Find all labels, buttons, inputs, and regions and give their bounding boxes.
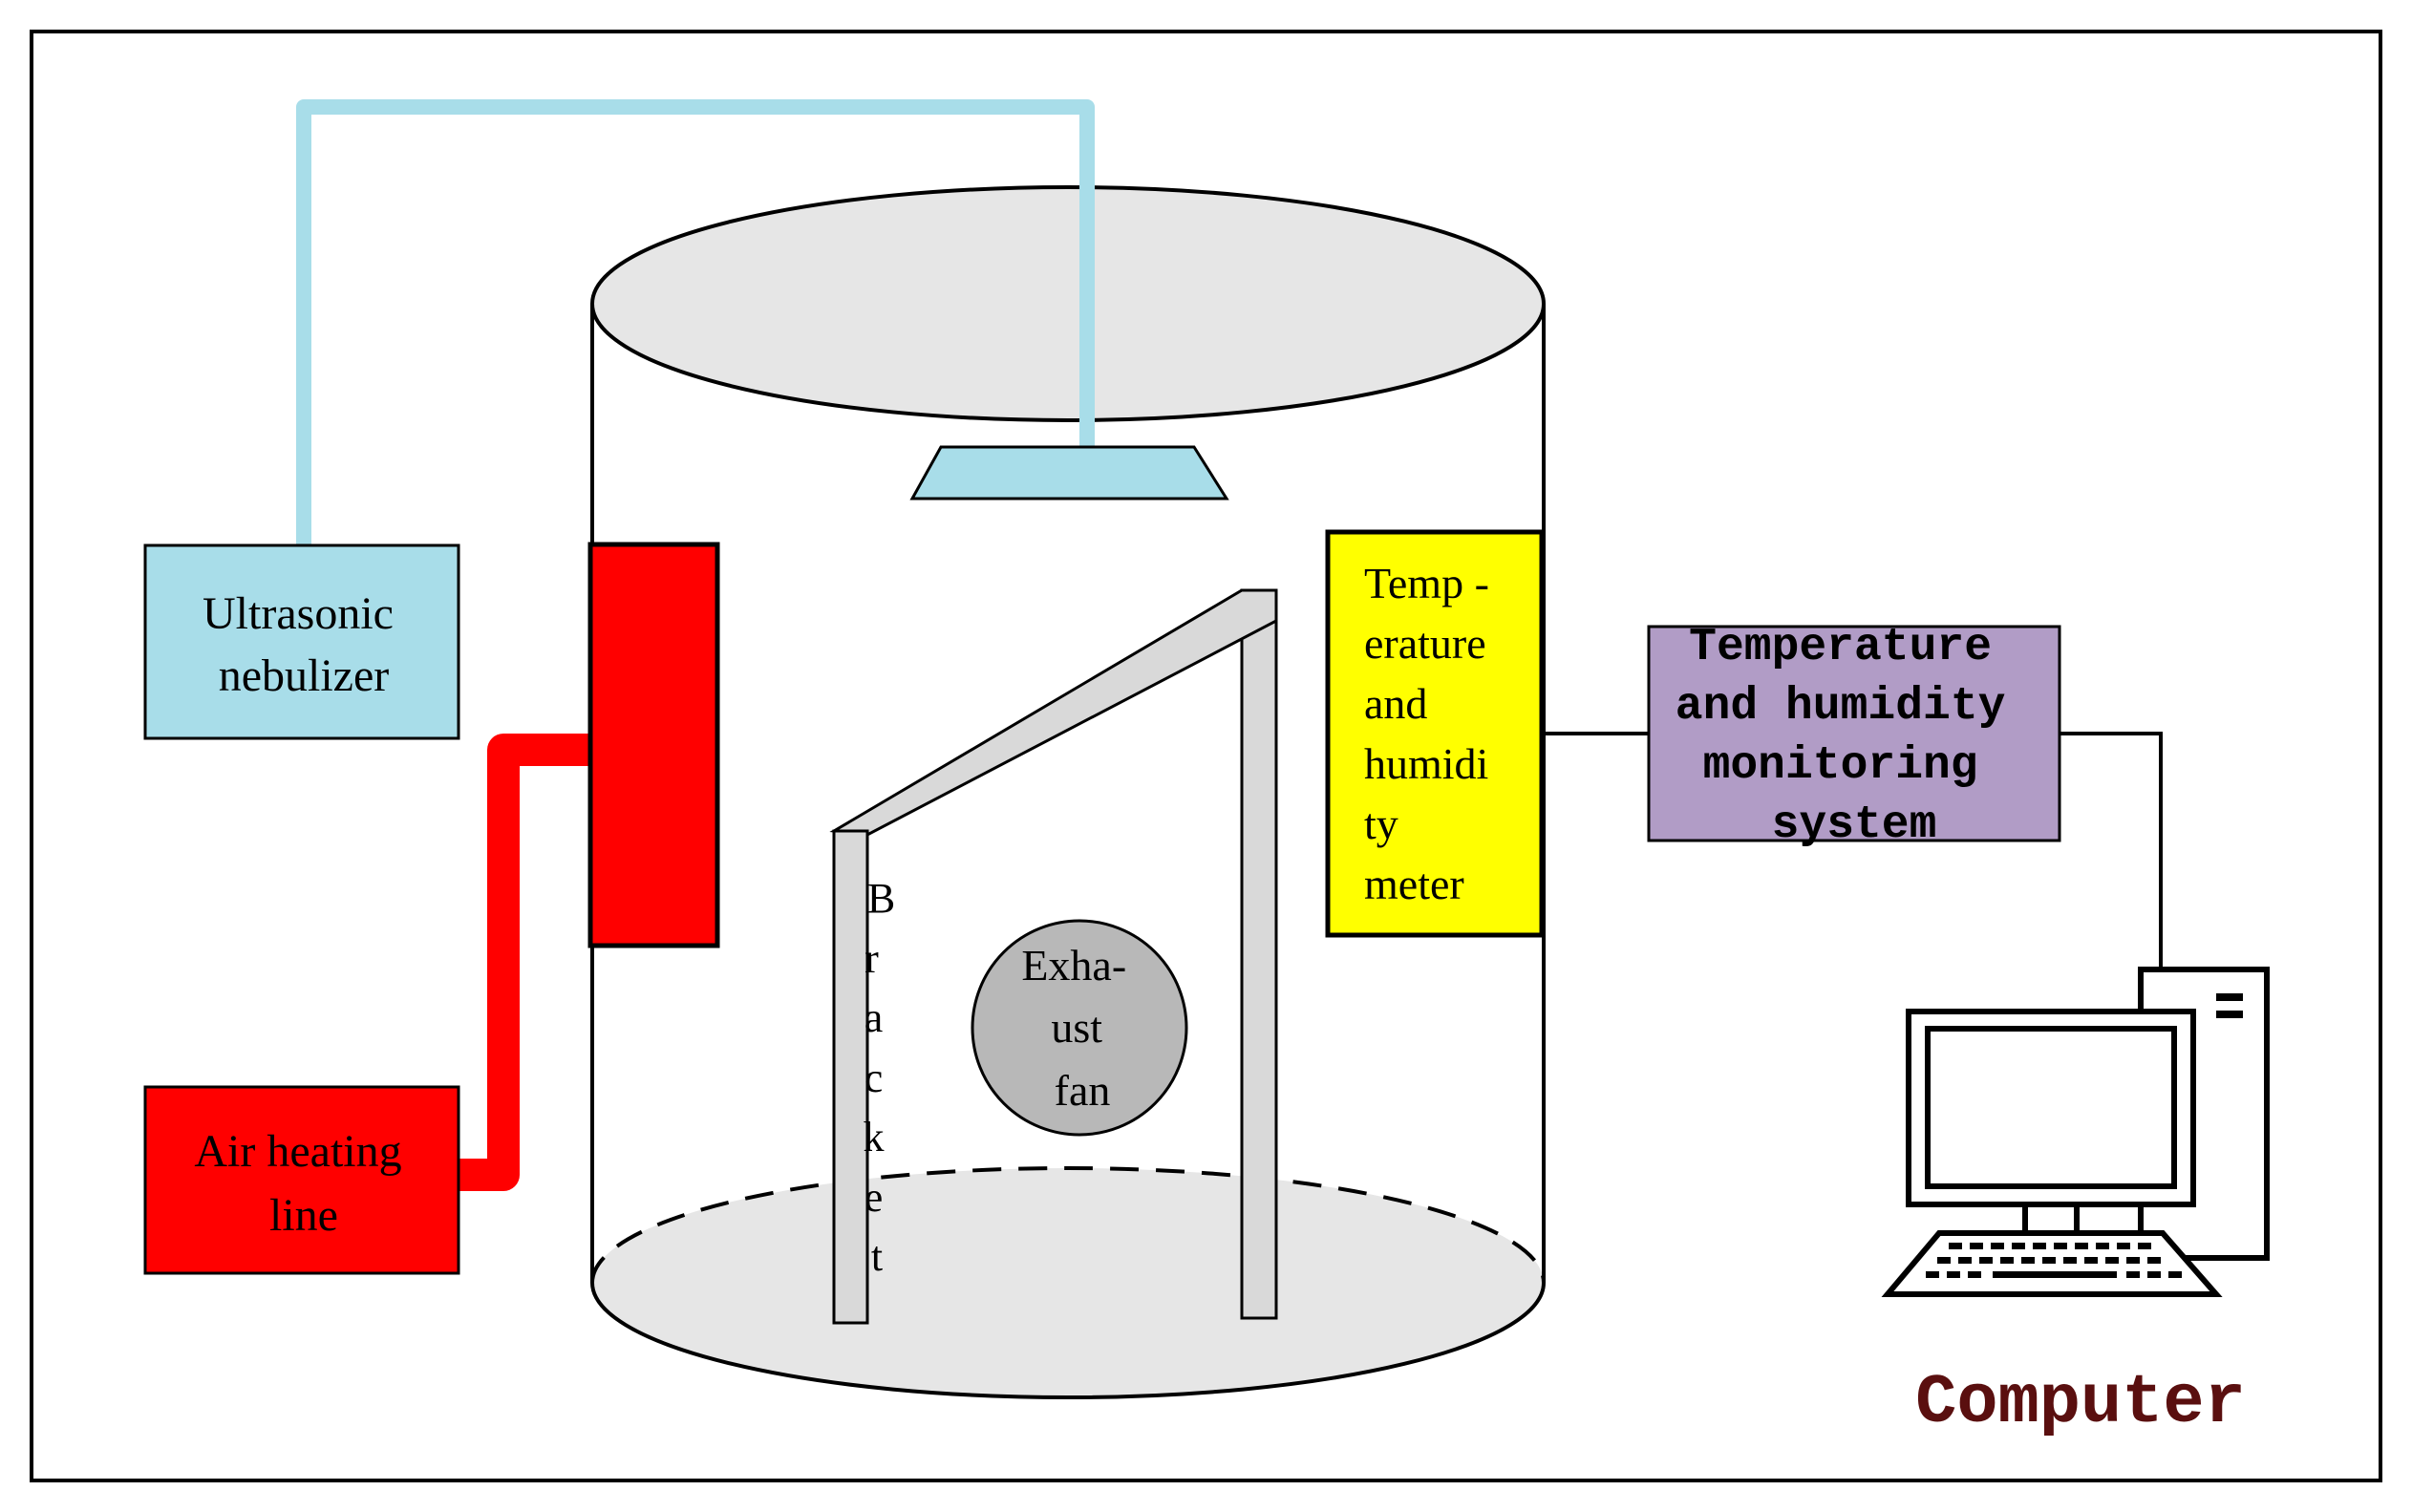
- meter-label-line: ty: [1364, 799, 1398, 848]
- nebulizer-label-line1: Ultrasonic: [203, 588, 394, 639]
- heater-block: [587, 542, 720, 948]
- monitoring-system-box: [1647, 625, 2061, 842]
- bracket-letter: B: [867, 875, 895, 922]
- svg-text:Exha- ust fan: Exha- ust fan: [1021, 941, 1137, 1115]
- fan-label-line3: fan: [1055, 1066, 1111, 1115]
- bracket-letter: t: [871, 1233, 883, 1280]
- bracket-letter: k: [864, 1114, 885, 1161]
- meter-label-line: humidi: [1364, 739, 1488, 788]
- monitoring-label-line: monitoring: [1703, 740, 1978, 792]
- bracket-letter: e: [864, 1174, 884, 1221]
- svg-text:Temp - erature and: Temp - erature and humidi ty meter: [1364, 559, 1500, 908]
- heating-pipe: [459, 734, 594, 1191]
- mist-pipe: [296, 99, 1095, 544]
- computer-label: Computer: [1915, 1364, 2246, 1442]
- nebulizer-label-line2: nebulizer: [219, 650, 390, 701]
- nebulizer-box: [143, 543, 460, 740]
- th-meter-box: [1325, 529, 1545, 938]
- svg-text:B r a c k: B r a c k e t: [864, 875, 907, 1280]
- chamber-bottom: [592, 1168, 1544, 1397]
- monitoring-label-line: system: [1772, 799, 1937, 851]
- exhaust-fan: [971, 919, 1188, 1137]
- computer-icon: [1881, 967, 2270, 1297]
- spray-nozzle: [909, 445, 1229, 500]
- fan-label-line2: ust: [1051, 1003, 1102, 1052]
- heater-label-line1: Air heating: [194, 1126, 401, 1177]
- monitor-computer-cable: [2060, 732, 2163, 969]
- heater-label-line2: line: [269, 1190, 338, 1241]
- svg-text:Ultrasonic nebulizer: Ultrasonic nebulizer: [203, 588, 405, 701]
- meter-label-line: Temp -: [1364, 559, 1489, 607]
- chamber-cylinder: [590, 185, 1546, 1399]
- meter-label-line: erature: [1364, 619, 1486, 668]
- meter-label-line: meter: [1364, 860, 1464, 908]
- svg-text:Temperature and humidity: Temperature and humidity monitoring syst…: [1676, 622, 2033, 851]
- chamber-lid: [590, 185, 1546, 422]
- svg-text:Air heating line: Air heating line: [194, 1126, 413, 1241]
- monitoring-label-line: Temperature: [1689, 622, 1992, 673]
- monitoring-label-line: and humidity: [1676, 681, 2006, 733]
- air-heating-box: [143, 1085, 460, 1275]
- bracket-letter: r: [864, 935, 879, 982]
- fan-label-line1: Exha-: [1021, 941, 1126, 990]
- bracket-letter: a: [864, 994, 884, 1041]
- bracket: [829, 588, 1278, 1325]
- meter-label-line: and: [1364, 679, 1427, 728]
- bracket-letter: c: [864, 1054, 884, 1101]
